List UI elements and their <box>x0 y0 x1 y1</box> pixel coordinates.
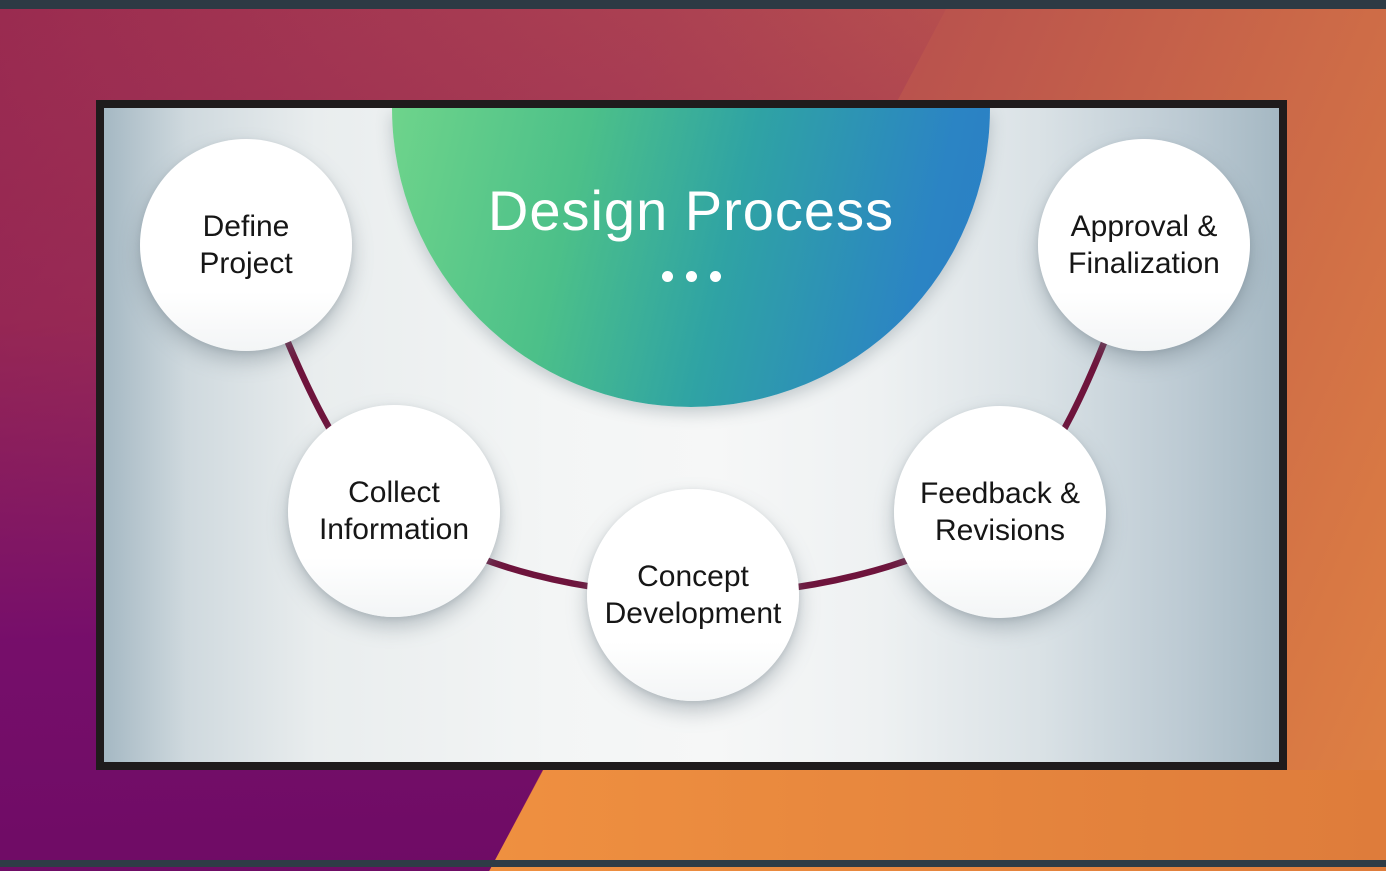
dot-icon <box>709 271 721 282</box>
ellipsis-dots-icon <box>392 271 990 282</box>
step-circle-collect-information: Collect Information <box>288 405 500 617</box>
dot-icon <box>685 271 697 282</box>
top-edge-bar <box>0 0 1386 9</box>
step-circle-concept-development: Concept Development <box>587 489 799 701</box>
slide-panel: Design Process Define Project Collect In… <box>96 100 1287 770</box>
step-circle-feedback-revisions: Feedback & Revisions <box>894 406 1106 618</box>
dot-icon <box>661 271 673 282</box>
bottom-edge-bar <box>0 860 1386 867</box>
step-circle-define-project: Define Project <box>140 139 352 351</box>
slide-title: Design Process <box>487 179 895 242</box>
step-circle-approval-finalization: Approval & Finalization <box>1038 139 1250 351</box>
